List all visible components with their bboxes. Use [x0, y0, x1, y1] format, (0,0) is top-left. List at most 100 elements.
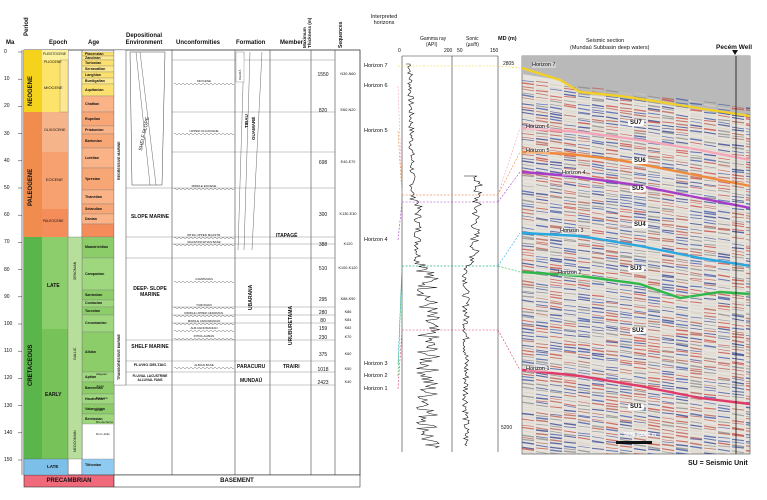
- seismic-reflection: [535, 159, 549, 163]
- seismic-reflection: [661, 337, 675, 341]
- seismic-reflection: [717, 278, 731, 282]
- seismic-reflection: [731, 228, 745, 232]
- seismic-reflection: [535, 207, 549, 211]
- seismic-reflection: [647, 269, 661, 273]
- seismic-reflection: [522, 301, 535, 304]
- seismic-reflection: [563, 363, 577, 367]
- seismic-reflection: [647, 179, 661, 183]
- seismic-reflection: [535, 346, 549, 349]
- seismic-unit-label: SU2: [630, 328, 646, 334]
- seismic-reflection: [717, 247, 731, 250]
- seismic-reflection: [689, 450, 703, 454]
- sequence-value: K70: [344, 335, 352, 339]
- seismic-reflection: [619, 167, 633, 170]
- seismic-reflection: [703, 389, 717, 392]
- seismic-reflection: [605, 162, 619, 166]
- seismic-reflection: [731, 342, 745, 347]
- seismic-reflection: [647, 433, 661, 437]
- seismic-reflection: [619, 140, 633, 143]
- seismic-reflection: [661, 107, 675, 111]
- seismic-reflection: [717, 210, 731, 214]
- seismic-reflection: [703, 167, 717, 170]
- seismic-reflection: [745, 272, 750, 275]
- sequence-value: K82: [344, 326, 352, 330]
- seismic-reflection: [535, 419, 549, 423]
- seismic-reflection: [717, 189, 731, 193]
- seismic-reflection: [703, 189, 717, 192]
- seismic-reflection: [619, 169, 633, 174]
- seismic-reflection: [549, 125, 563, 128]
- seismic-reflection: [563, 190, 577, 193]
- seismic-reflection: [577, 98, 591, 102]
- seismic-reflection: [577, 353, 591, 357]
- seismic-reflection: [689, 210, 703, 214]
- seismic-reflection: [717, 123, 731, 127]
- seismic-reflection: [577, 296, 591, 300]
- seismic-reflection: [689, 337, 703, 341]
- seismic-reflection: [703, 320, 717, 323]
- seismic-reflection: [619, 202, 633, 205]
- seismic-reflection: [633, 255, 647, 259]
- seismic-reflection: [563, 202, 577, 206]
- seismic-reflection: [549, 380, 563, 383]
- unconformity-label: MIDDLE EOCENE: [191, 184, 217, 188]
- seismic-reflection: [605, 264, 619, 267]
- seismic-reflection: [661, 297, 675, 300]
- seismic-reflection: [605, 281, 619, 285]
- seismic-reflection: [689, 144, 703, 148]
- seismic-reflection: [549, 439, 563, 443]
- seismic-reflection: [522, 160, 535, 164]
- seismic-reflection: [549, 254, 563, 257]
- seismic-reflection: [703, 427, 717, 431]
- seismic-reflection: [633, 447, 647, 452]
- seismic-reflection: [577, 173, 591, 177]
- seismic-reflection: [647, 436, 661, 440]
- seismic-reflection: [591, 192, 605, 196]
- seismic-reflection: [535, 285, 549, 289]
- seismic-reflection: [549, 91, 563, 95]
- seismic-reflection: [675, 275, 689, 278]
- seismic-reflection: [591, 165, 605, 169]
- seismic-reflection: [522, 386, 535, 390]
- seismic-reflection: [717, 337, 731, 341]
- seismic-reflection: [619, 155, 633, 159]
- seismic-reflection: [717, 114, 731, 118]
- seismic-reflection: [647, 176, 661, 179]
- seismic-reflection: [689, 445, 703, 449]
- seismic-reflection: [563, 207, 577, 210]
- seismic-reflection: [675, 368, 689, 371]
- seismic-reflection: [661, 420, 675, 425]
- seismic-reflection: [605, 113, 619, 117]
- seismic-reflection: [549, 137, 563, 141]
- seismic-reflection: [661, 110, 675, 114]
- header-formation: Formation: [236, 40, 266, 46]
- ma-tick-label: 20: [4, 103, 10, 110]
- seismic-reflection: [605, 373, 619, 376]
- seismic-reflection: [717, 187, 731, 190]
- seismic-reflection: [563, 156, 577, 160]
- seismic-reflection: [605, 231, 619, 235]
- seismic-reflection: [648, 468, 660, 470]
- seismic-reflection: [661, 439, 675, 442]
- seismic-reflection: [577, 166, 591, 170]
- seismic-reflection: [689, 238, 703, 242]
- seismic-reflection: [549, 339, 563, 342]
- seismic-reflection: [522, 108, 535, 112]
- seismic-reflection: [675, 133, 689, 136]
- seismic-reflection: [661, 366, 675, 369]
- seismic-reflection: [577, 178, 591, 182]
- seismic-reflection: [605, 203, 619, 207]
- seismic-reflection: [648, 461, 660, 463]
- seismic-reflection: [731, 105, 745, 109]
- epoch-paleocene: PALEOCENE: [43, 219, 64, 223]
- seismic-reflection: [703, 317, 717, 321]
- ma-tick-label: 120: [4, 375, 13, 382]
- seismic-reflection: [689, 327, 703, 331]
- seismic-reflection: [675, 339, 689, 343]
- seismic-reflection: [592, 456, 604, 458]
- seismic-reflection: [661, 217, 675, 220]
- seismic-reflection: [661, 151, 675, 154]
- seismic-reflection: [619, 394, 633, 398]
- seismic-reflection: [563, 285, 577, 289]
- seismic-reflection: [591, 199, 605, 203]
